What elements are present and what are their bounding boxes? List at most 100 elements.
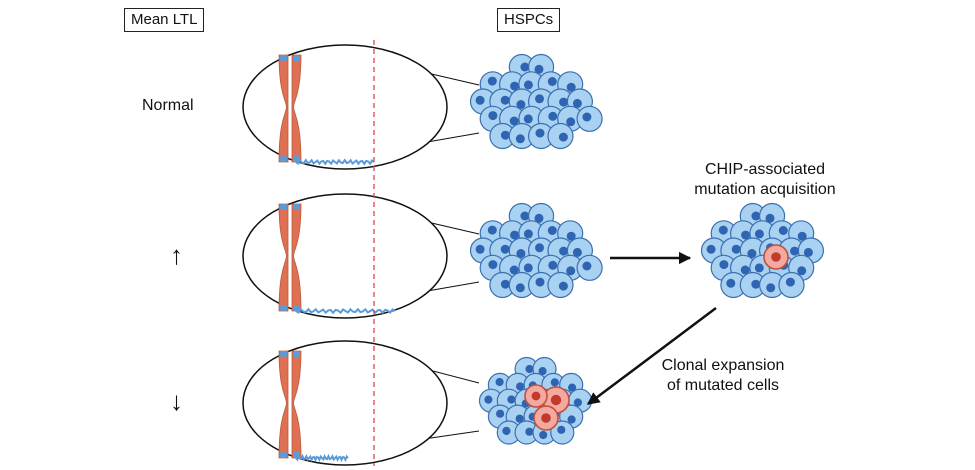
cell-nucleus (566, 82, 576, 92)
cell-nucleus (751, 211, 761, 221)
row-normal-label: Normal (142, 97, 194, 114)
telomere-cap (280, 156, 287, 162)
telomere-strand (295, 453, 349, 463)
telomere-strand (295, 158, 375, 166)
cell-nucleus (510, 81, 520, 91)
cell-nucleus (726, 278, 736, 288)
cell-nucleus (747, 249, 757, 258)
cell-nucleus (548, 260, 558, 270)
cell-nucleus (516, 100, 526, 109)
cell-nucleus (778, 226, 788, 235)
cell-nucleus (523, 229, 533, 239)
cell-nucleus (475, 244, 485, 254)
cell-nucleus (535, 243, 544, 253)
cell-nucleus (765, 213, 775, 223)
row-1-chromosome (278, 54, 375, 166)
cell-nucleus (515, 134, 525, 144)
row-2-hspc-cluster (469, 202, 603, 299)
clonal-expansion-label: Clonal expansion of mutated cells (643, 356, 803, 396)
clonal-expansion-arrow (587, 307, 717, 405)
cell-nucleus (538, 367, 547, 376)
cell-nucleus (766, 283, 776, 293)
cell-nucleus (731, 244, 741, 254)
hspcs-header: HSPCs (497, 8, 561, 32)
expansion-label-line2: of mutated cells (666, 377, 780, 394)
row-3-magnifier-ellipse (242, 340, 448, 466)
cell-nucleus (797, 231, 807, 241)
up-arrow-indicator: ↑ (170, 240, 183, 270)
cell-nucleus (754, 263, 764, 273)
cell-nucleus (500, 279, 510, 289)
cell-nucleus (515, 414, 524, 423)
cell-nucleus (502, 426, 511, 435)
cell-nucleus (507, 395, 516, 404)
cell-nucleus (548, 111, 558, 121)
telomere-cap (293, 351, 300, 357)
row-3-hspc-cluster (478, 356, 593, 445)
telomere-strand (295, 307, 396, 315)
cell-nucleus (568, 383, 577, 392)
cell-nucleus (523, 263, 533, 273)
cell-nucleus (475, 95, 485, 105)
cell-nucleus (751, 279, 761, 289)
cell-nucleus (535, 94, 544, 104)
expansion-label-line1: Clonal expansion (661, 357, 785, 374)
cell-nucleus (515, 283, 525, 293)
cell-nucleus (487, 76, 497, 86)
cell-nucleus (558, 132, 568, 142)
cell-nucleus (509, 116, 519, 126)
cell-nucleus (520, 62, 530, 72)
cell-nucleus (559, 246, 569, 256)
row-2-chromosome (278, 203, 396, 315)
cell-nucleus (706, 244, 716, 254)
mutated-cell-nucleus (550, 394, 562, 406)
cell-nucleus (566, 266, 576, 276)
mean-ltl-header: Mean LTL (124, 8, 205, 32)
cell-nucleus (719, 260, 729, 270)
mutation-label-line1: CHIP-associated (704, 161, 826, 178)
cell-nucleus (516, 249, 526, 258)
chromatid-right (291, 203, 302, 312)
cell-nucleus (754, 229, 764, 239)
mutation-acquisition-label: CHIP-associated mutation acquisition (665, 160, 865, 200)
cell-nucleus (496, 409, 505, 418)
cell-nucleus (785, 277, 795, 287)
telomere-cap (280, 305, 287, 311)
chip-hspc-cluster (700, 202, 825, 299)
cell-nucleus (572, 98, 582, 108)
cell-nucleus (539, 430, 548, 440)
cell-nucleus (523, 80, 533, 90)
cell-nucleus (559, 97, 569, 107)
chromatid-left (278, 203, 289, 312)
telomere-cap (280, 55, 287, 61)
cell-nucleus (582, 261, 592, 271)
cell-nucleus (484, 395, 493, 404)
cell-nucleus (488, 260, 498, 270)
mutated-cell-nucleus (771, 252, 781, 262)
cell-nucleus (550, 378, 559, 387)
cell-nucleus (547, 77, 557, 86)
cell-nucleus (500, 244, 510, 254)
cell-nucleus (500, 130, 510, 140)
cell-nucleus (572, 247, 582, 257)
cell-nucleus (500, 95, 510, 105)
row-3-chromosome (278, 350, 349, 463)
cell-nucleus (534, 213, 544, 223)
mutated-cell-nucleus (541, 413, 551, 423)
mutated-cell-nucleus (531, 391, 541, 401)
telomere-cap (280, 452, 287, 458)
cell-nucleus (495, 377, 504, 387)
telomere-cap (280, 204, 287, 210)
telomere-cap (293, 55, 300, 61)
cell-nucleus (487, 225, 497, 235)
cell-nucleus (567, 415, 576, 424)
row-2-magnifier-ellipse (242, 193, 448, 319)
cell-nucleus (573, 398, 583, 407)
cell-nucleus (509, 265, 519, 275)
cell-nucleus (566, 117, 576, 127)
cell-nucleus (510, 230, 520, 240)
cell-nucleus (557, 425, 566, 434)
telomere-cap (293, 156, 300, 162)
row-1-hspc-cluster (469, 53, 603, 150)
